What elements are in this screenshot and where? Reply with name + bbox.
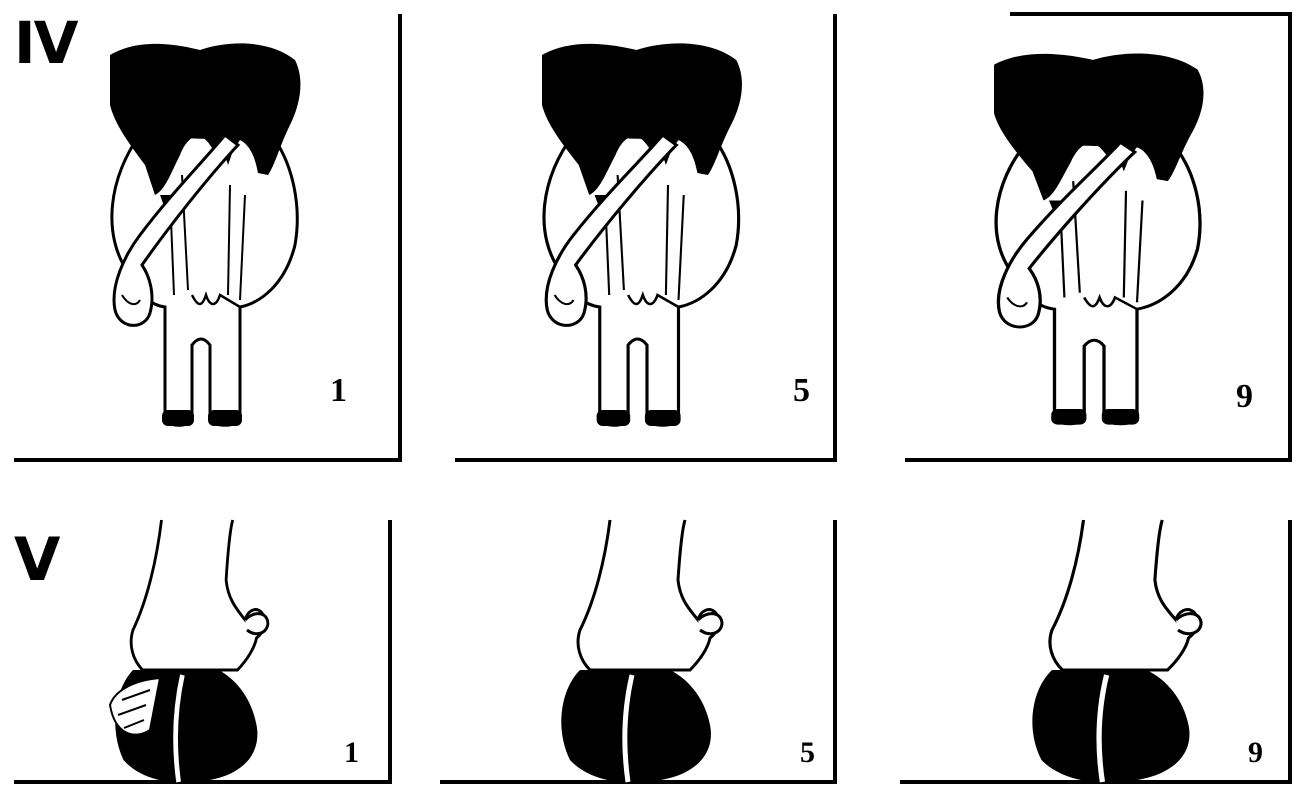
- panel-iv-9-score: 9: [1236, 380, 1253, 414]
- panel-v-9: [900, 520, 1290, 783]
- panel-iv-9: [905, 14, 1290, 460]
- panel-v-5-score: 5: [800, 738, 815, 768]
- panel-iv-5-score: 5: [793, 374, 810, 408]
- panel-v-1: [14, 520, 390, 783]
- panel-v-9-score: 9: [1248, 738, 1263, 768]
- panel-iv-1-score: 1: [330, 374, 347, 408]
- panel-v-1-score: 1: [344, 738, 359, 768]
- panel-v-5: [440, 520, 835, 783]
- panel-iv-5: [455, 14, 835, 460]
